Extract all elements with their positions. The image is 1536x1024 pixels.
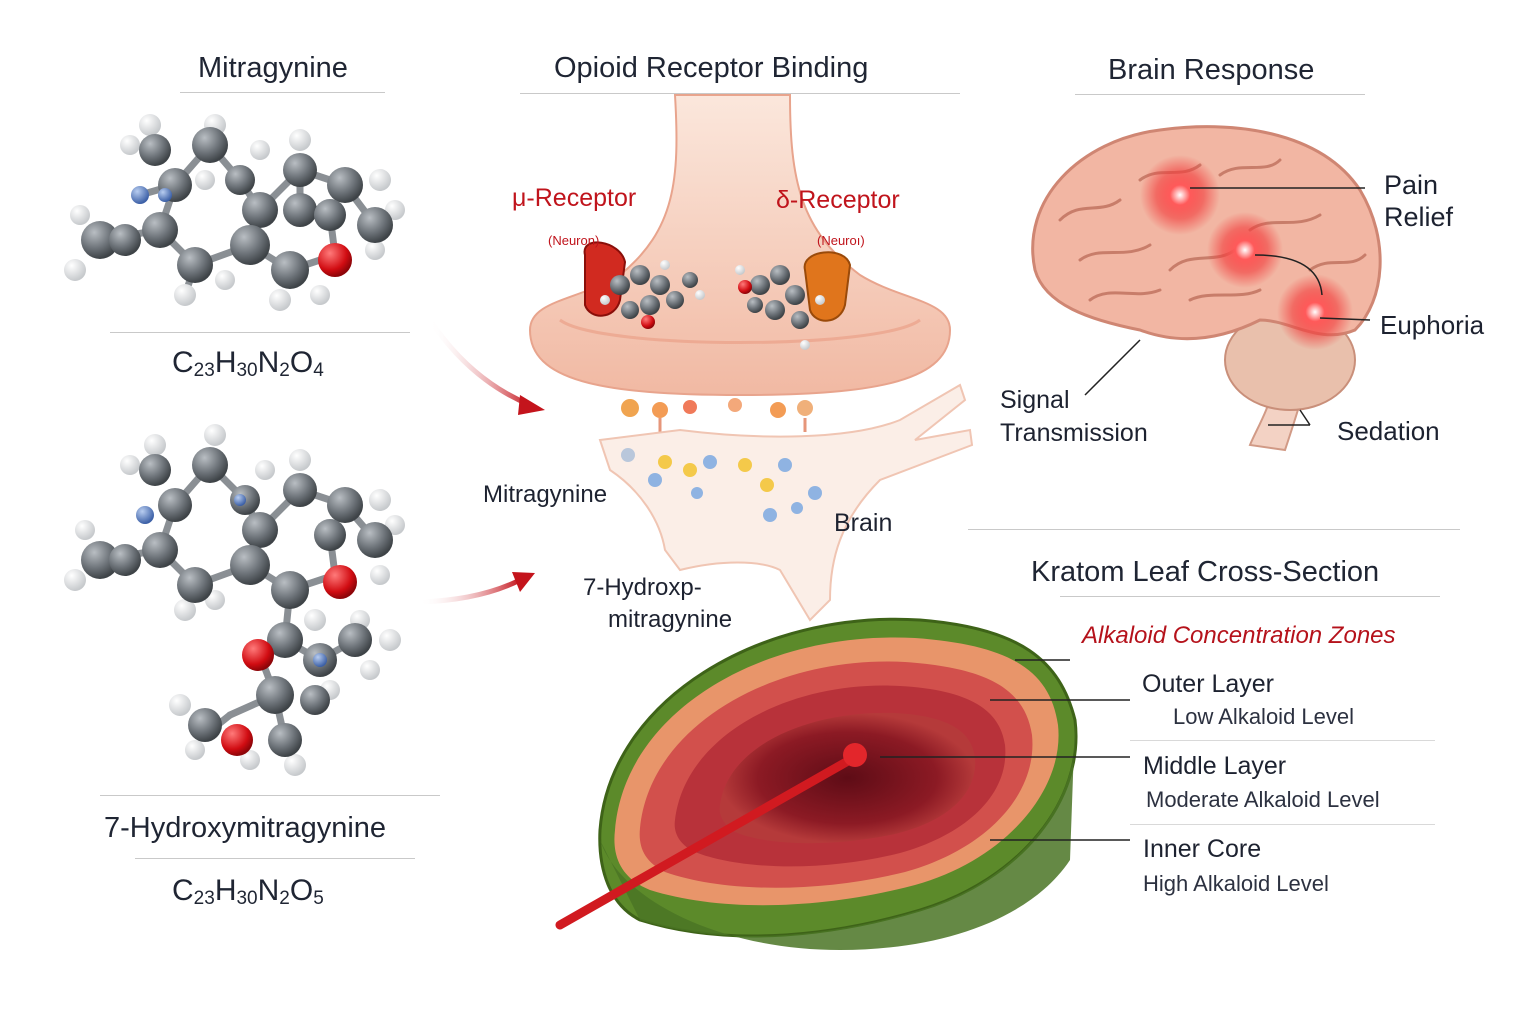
divider bbox=[135, 858, 415, 859]
zone-name: Outer Layer bbox=[1142, 670, 1275, 698]
hydroxy-label-line1: 7-Hydroxp- bbox=[583, 574, 702, 601]
arrowhead-lower bbox=[512, 572, 535, 592]
divider bbox=[1130, 740, 1435, 741]
euphoria-label: Euphoria bbox=[1380, 310, 1485, 340]
divider bbox=[100, 795, 440, 796]
sedation-label: Sedation bbox=[1337, 416, 1440, 446]
divider bbox=[520, 93, 960, 94]
mu-neuron-label: (Neuron) bbox=[548, 233, 600, 248]
pain-relief-line2: Relief bbox=[1384, 202, 1454, 232]
mitragynine-formula: C23H30N2O4 bbox=[172, 346, 324, 381]
mitragynine-title: Mitragynine bbox=[198, 52, 348, 84]
leaf-subtitle: Alkaloid Concentration Zones bbox=[1082, 622, 1396, 649]
zone-level: Low Alkaloid Level bbox=[1173, 704, 1355, 729]
vesicles bbox=[621, 398, 813, 432]
brain-leader-lines bbox=[1084, 187, 1371, 426]
hydroxy-formula: C23H30N2O5 bbox=[172, 874, 324, 909]
divider bbox=[1060, 596, 1440, 597]
brain-label: Brain bbox=[834, 509, 893, 537]
divider bbox=[180, 92, 385, 93]
hydroxy-atoms bbox=[64, 424, 405, 776]
binding-title: Opioid Receptor Binding bbox=[554, 52, 869, 84]
brain-response-title: Brain Response bbox=[1108, 54, 1315, 86]
hydroxy-title: 7-Hydroxymitragynine bbox=[104, 812, 387, 844]
leaf-illustration bbox=[555, 617, 1078, 950]
brain-illustration bbox=[1031, 125, 1382, 452]
arrow-upper bbox=[427, 318, 531, 408]
delta-receptor-label: δ-Receptor bbox=[776, 186, 900, 214]
divider bbox=[968, 529, 1460, 530]
pain-relief-line1: Pain bbox=[1384, 170, 1439, 200]
postsynaptic-neuron bbox=[598, 383, 974, 622]
mitragynine-atoms bbox=[64, 114, 405, 311]
divider bbox=[1130, 824, 1435, 825]
receptor-mu bbox=[583, 241, 627, 317]
bound-ligand-mu bbox=[600, 260, 705, 329]
zone-name: Middle Layer bbox=[1143, 752, 1287, 780]
divider bbox=[110, 332, 410, 333]
zone-level: High Alkaloid Level bbox=[1143, 871, 1329, 896]
mu-receptor-label: μ-Receptor bbox=[512, 184, 637, 212]
mitragynine-ligand-label: Mitragynine bbox=[483, 481, 608, 508]
signal-line2: Transmission bbox=[1000, 419, 1148, 447]
receptor-delta bbox=[803, 251, 852, 322]
arrow-lower bbox=[419, 577, 522, 605]
signal-line1: Signal bbox=[1000, 386, 1070, 414]
zone-name: Inner Core bbox=[1143, 835, 1262, 863]
leaf-leader-lines bbox=[880, 659, 1130, 841]
divider bbox=[1075, 94, 1365, 95]
arrowhead-upper bbox=[518, 395, 545, 415]
hydroxy-label-line2: mitragynine bbox=[608, 606, 733, 633]
leaf-title: Kratom Leaf Cross-Section bbox=[1031, 556, 1380, 588]
bound-ligand-delta bbox=[735, 265, 825, 350]
zone-level: Moderate Alkaloid Level bbox=[1146, 787, 1380, 812]
delta-neuron-label: (Neuroı) bbox=[817, 233, 865, 248]
